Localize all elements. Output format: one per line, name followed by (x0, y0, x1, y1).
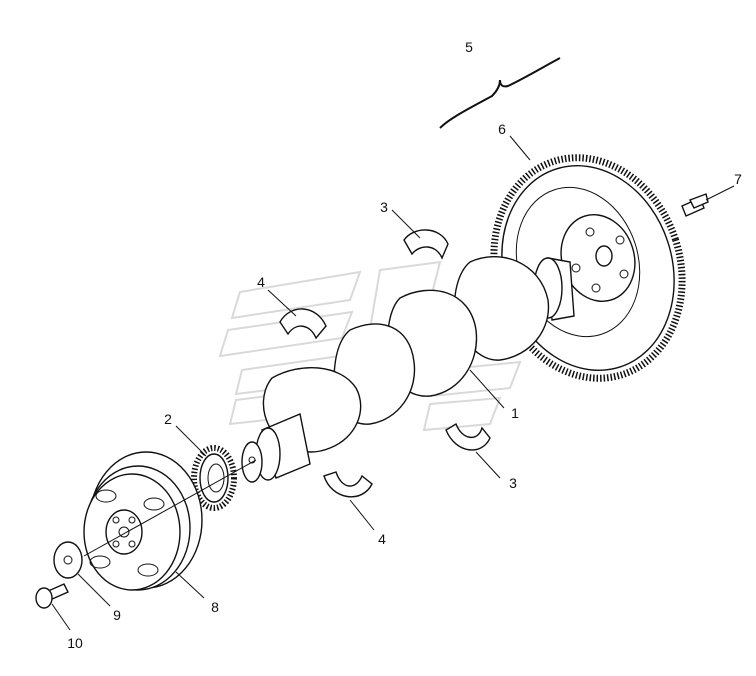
callout-8: 8 (211, 599, 219, 615)
callout-6: 6 (498, 121, 506, 137)
pulley-washer (53, 541, 83, 579)
thrust-bearing-upper (279, 308, 327, 340)
main-bearing-shell-upper (403, 229, 449, 260)
crankshaft (241, 256, 575, 483)
callout-4-upper: 4 (257, 274, 265, 290)
callout-9: 9 (113, 607, 121, 623)
callout-4-lower: 4 (378, 531, 386, 547)
flywheel-bolt (681, 193, 709, 217)
callout-3-upper: 3 (380, 199, 388, 215)
callout-5: 5 (465, 39, 473, 55)
callout-2: 2 (164, 411, 172, 427)
callout-1: 1 (511, 405, 519, 421)
thrust-bearing-lower (323, 471, 373, 498)
group-bracket (439, 57, 561, 129)
main-bearing-shell-lower (445, 422, 491, 451)
callout-10: 10 (67, 635, 83, 651)
pulley-bolt (35, 583, 69, 609)
timing-gear (191, 445, 237, 511)
callout-7: 7 (734, 171, 742, 187)
callout-3-lower: 3 (509, 475, 517, 491)
leader-lines (51, 135, 735, 631)
crank-pulley (83, 451, 203, 591)
